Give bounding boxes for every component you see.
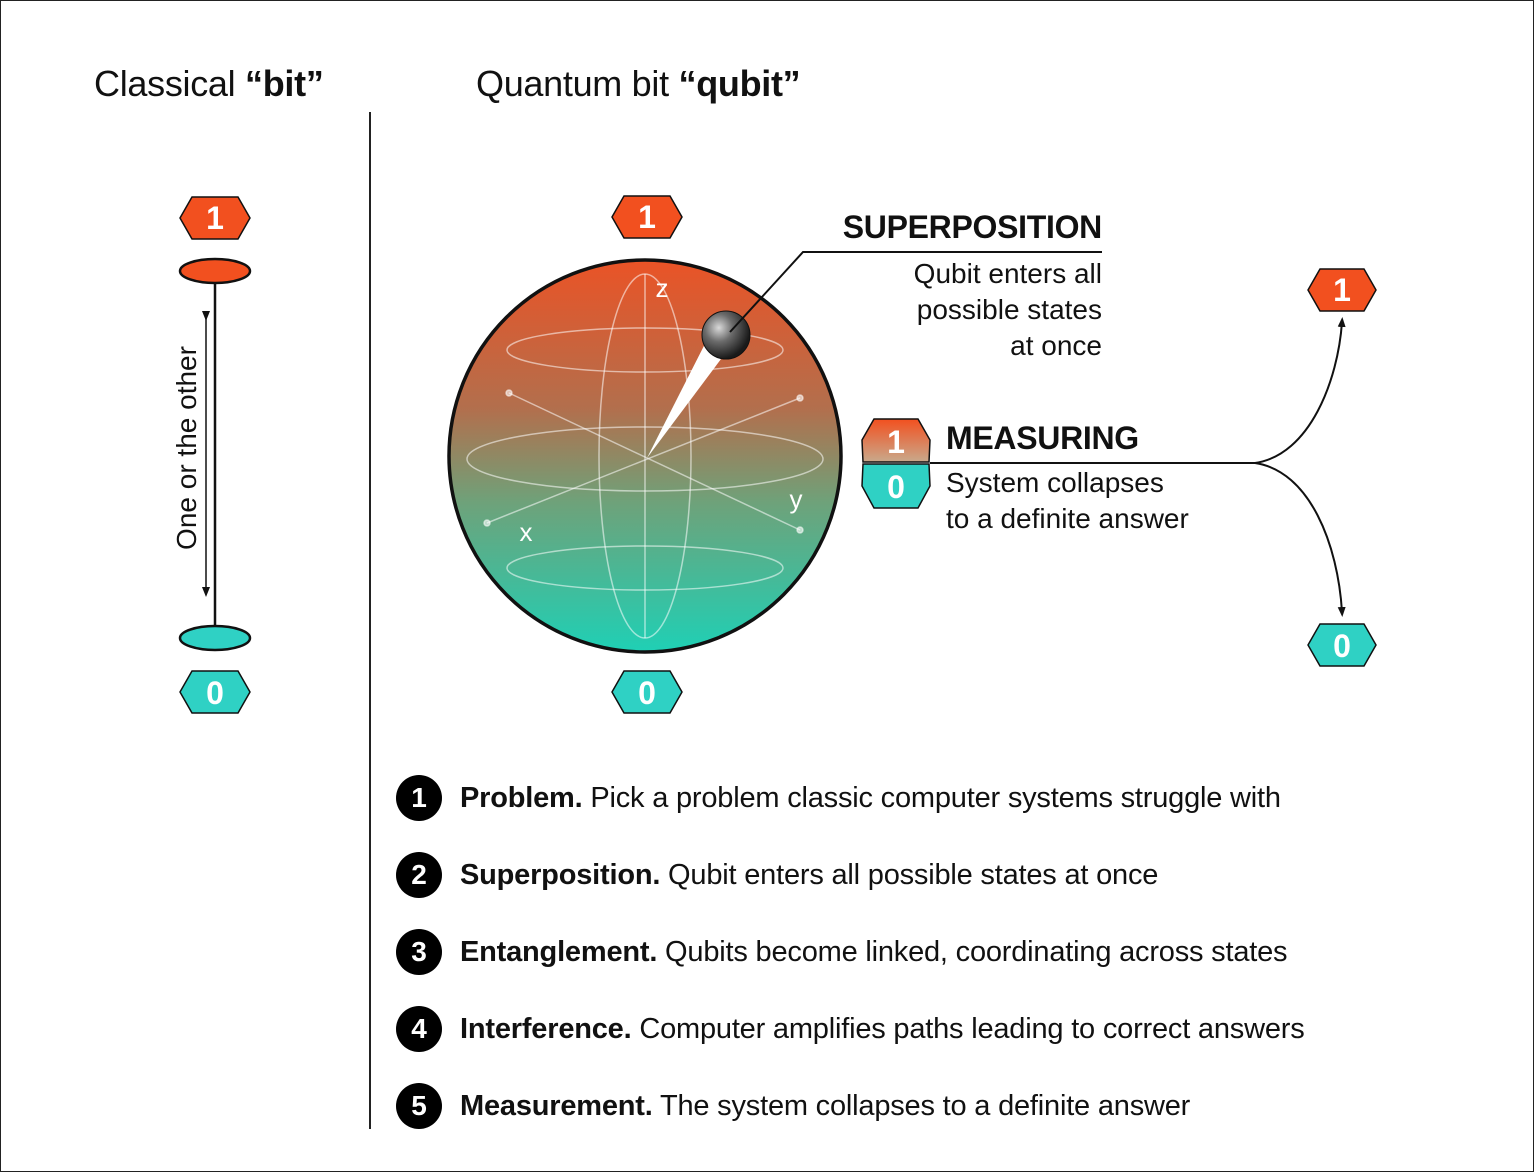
measuring-split-badge: 1 0: [861, 418, 931, 509]
step-2-description: Qubit enters all possible states at once: [660, 858, 1159, 891]
step-5-number: 5: [396, 1083, 442, 1129]
step-5-description: The system collapses to a definite answe…: [652, 1089, 1191, 1122]
step-3-description: Qubits become linked, coordinating acros…: [657, 935, 1288, 968]
classical-title-bold: “bit”: [245, 63, 324, 104]
superposition-line-1: Qubit enters all: [913, 258, 1102, 289]
quantum-title-bold: “qubit”: [678, 63, 801, 104]
classical-top-value: 1: [206, 200, 224, 236]
step-2-number: 2: [396, 852, 442, 898]
measuring-badge-top: 1: [887, 424, 905, 460]
classical-bottom-value: 0: [206, 675, 224, 711]
step-5-term: Measurement.: [460, 1089, 653, 1122]
step-3: 3 Entanglement. Qubits become linked, co…: [396, 929, 1288, 975]
superposition-line-2: possible states: [916, 294, 1102, 325]
outcome-zero-value: 0: [1333, 628, 1351, 664]
quantum-title: Quantum bit “qubit”: [476, 63, 801, 104]
classical-state-one: [178, 257, 252, 285]
measuring-heading: MEASURING: [946, 420, 1139, 456]
step-1-term: Problem.: [460, 781, 583, 814]
bloch-sphere: z x y: [447, 258, 843, 654]
sphere-grid: [466, 273, 824, 639]
step-4-term: Interference.: [460, 1012, 632, 1045]
collapse-arrow-up: [1254, 317, 1346, 464]
step-1-text: Problem. Pick a problem classic computer…: [460, 782, 1281, 815]
step-3-number: 3: [396, 929, 442, 975]
collapse-arrow-down: [1254, 462, 1346, 617]
superposition-heading: SUPERPOSITION: [842, 209, 1103, 245]
classical-axis-label: One or the other: [171, 346, 202, 550]
step-1: 1 Problem. Pick a problem classic comput…: [396, 775, 1281, 821]
step-1-description: Pick a problem classic computer systems …: [582, 781, 1281, 814]
measuring-line-1: System collapses: [946, 467, 1164, 498]
classical-title-prefix: Classical: [94, 63, 246, 104]
step-4-description: Computer amplifies paths leading to corr…: [631, 1012, 1305, 1045]
axis-x-label: x: [520, 517, 533, 547]
step-2-text: Superposition. Qubit enters all possible…: [460, 859, 1158, 892]
axis-y-label: y: [790, 484, 803, 514]
step-4: 4 Interference. Computer amplifies paths…: [396, 1006, 1305, 1052]
classical-top-badge: 1: [179, 196, 251, 240]
superposition-line-3: at once: [1010, 330, 1102, 361]
section-divider: [369, 112, 371, 1129]
step-4-text: Interference. Computer amplifies paths l…: [460, 1013, 1305, 1046]
measuring-line-2: to a definite answer: [946, 503, 1189, 534]
state-vector: [647, 330, 733, 458]
step-1-number: 1: [396, 775, 442, 821]
sphere-bottom-value: 0: [638, 675, 656, 711]
sphere-top-value: 1: [638, 199, 656, 235]
step-5-text: Measurement. The system collapses to a d…: [460, 1090, 1190, 1123]
classical-title: Classical “bit”: [94, 66, 324, 102]
step-3-term: Entanglement.: [460, 935, 658, 968]
step-3-text: Entanglement. Qubits become linked, coor…: [460, 935, 1288, 969]
outcome-zero-badge: 0: [1307, 623, 1377, 667]
classical-state-zero: [178, 624, 252, 652]
step-4-number: 4: [396, 1006, 442, 1052]
sphere-top-badge: 1: [611, 195, 683, 239]
classical-bottom-badge: 0: [179, 670, 251, 714]
axis-z-label: z: [656, 273, 669, 303]
superposition-leader: [729, 251, 1102, 333]
outcome-one-badge: 1: [1307, 268, 1377, 312]
quantum-title-prefix: Quantum bit: [476, 63, 679, 104]
measuring-badge-bottom: 0: [887, 469, 905, 505]
step-2: 2 Superposition. Qubit enters all possib…: [396, 852, 1158, 898]
sphere-bottom-badge: 0: [611, 670, 683, 714]
step-5: 5 Measurement. The system collapses to a…: [396, 1083, 1190, 1129]
step-2-term: Superposition.: [460, 858, 661, 891]
outcome-one-value: 1: [1333, 272, 1351, 308]
